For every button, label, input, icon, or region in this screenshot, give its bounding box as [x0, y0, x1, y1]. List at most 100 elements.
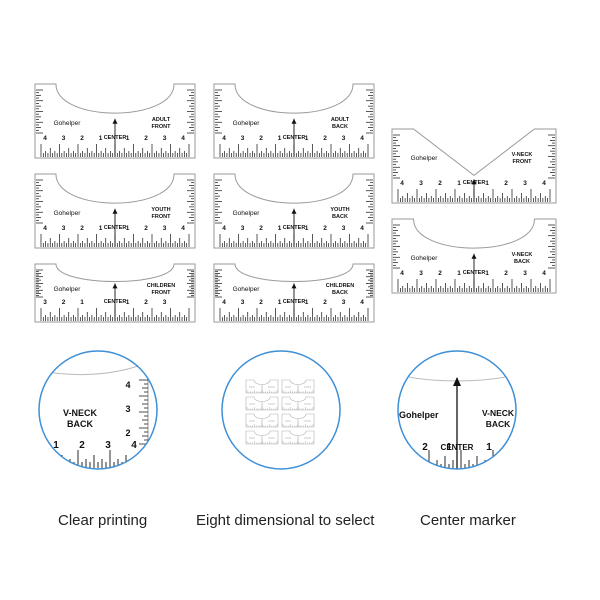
scale-number-right: 1	[485, 270, 489, 277]
scale-number-right: 1	[485, 180, 489, 187]
scale-number-right: 2	[510, 442, 516, 453]
center-arrow-icon	[471, 253, 477, 259]
scale-number-right: 4	[360, 135, 364, 142]
zoom-ring	[38, 350, 158, 470]
scale-number-left: 3	[419, 270, 423, 277]
brand-label: Gohelper	[54, 286, 82, 293]
scale-number-left: 4	[43, 135, 47, 142]
scale-number-left: 3	[62, 225, 66, 232]
center-arrow-icon	[291, 283, 297, 289]
scale-number-right: 3	[163, 135, 167, 142]
size-label-line2: BACK	[486, 419, 511, 429]
scale-number-right: 1	[126, 135, 130, 142]
scale-number-right: 3	[523, 270, 527, 277]
mini-ruler	[281, 413, 315, 428]
center-arrow-icon	[291, 118, 297, 124]
scale-number-left: 2	[438, 180, 442, 187]
scale-number-left: 1	[278, 135, 282, 142]
scale-number-left: 2	[80, 225, 84, 232]
scale-number-right: 1	[305, 225, 309, 232]
scale-number-left: 1	[278, 299, 282, 306]
scale-number-left: 2	[438, 270, 442, 277]
scale-number-right: 4	[181, 225, 185, 232]
scale-number-left: 2	[259, 135, 263, 142]
scale-number-right: 1	[126, 299, 130, 306]
scale-number-right: 4	[360, 299, 364, 306]
center-label: CENTER	[104, 225, 127, 231]
scale-number-left: 4	[222, 225, 226, 232]
scale-number-left: 1	[99, 225, 103, 232]
bottom-number: 2	[79, 440, 85, 451]
center-label: CENTER	[463, 270, 486, 276]
scale-number-left: 4	[400, 180, 404, 187]
center-arrow-icon	[471, 179, 477, 185]
scale-number-left: 4	[222, 135, 226, 142]
scale-number-right: 3	[342, 299, 346, 306]
brand-label: Gohelper	[399, 410, 439, 420]
scale-number-right: 2	[144, 225, 148, 232]
side-number: 4	[125, 380, 130, 390]
caption-center-marker: Center marker	[420, 512, 516, 529]
side-number: 3	[125, 404, 130, 414]
scale-number-left: 3	[241, 299, 245, 306]
center-label: CENTER	[104, 135, 127, 141]
scale-number-right: 2	[323, 299, 327, 306]
scale-number-left: 4	[43, 225, 47, 232]
scale-number-right: 3	[523, 180, 527, 187]
mini-ruler	[281, 430, 315, 445]
side-number: 2	[125, 428, 130, 438]
scale-number-right: 2	[323, 135, 327, 142]
size-label-line1: ADULT	[331, 117, 350, 123]
scale-number-left: 2	[259, 299, 263, 306]
scale-number-right: 3	[342, 225, 346, 232]
size-label-line1: CHILDREN	[147, 283, 175, 289]
scale-number-right: 4	[360, 225, 364, 232]
scale-number-left: 1	[446, 442, 452, 453]
brand-label: Gohelper	[54, 120, 82, 127]
bottom-number: 4	[131, 440, 137, 451]
center-label: CENTER	[283, 135, 306, 141]
size-label-line2: FRONT	[513, 159, 533, 165]
scale-number-left: 2	[259, 225, 263, 232]
size-label-line1: ADULT	[152, 117, 171, 123]
size-label-line1: CHILDREN	[326, 283, 354, 289]
mini-ruler	[281, 396, 315, 411]
scale-number-left: 2	[80, 135, 84, 142]
size-label-line2: FRONT	[152, 290, 172, 296]
center-arrow-icon	[112, 283, 118, 289]
zoom-ring	[397, 350, 517, 470]
center-label: CENTER	[283, 299, 306, 305]
scale-number-left: 3	[419, 180, 423, 187]
size-label-line2: FRONT	[152, 214, 172, 220]
scale-number-right: 2	[144, 135, 148, 142]
scale-number-left: 3	[62, 135, 66, 142]
brand-label: Gohelper	[54, 210, 82, 217]
mini-ruler	[245, 430, 279, 445]
scale-number-right: 1	[305, 135, 309, 142]
scale-number-right: 3	[342, 135, 346, 142]
zoom-ring	[221, 350, 341, 470]
center-arrow-icon	[112, 118, 118, 124]
brand-label: Gohelper	[233, 286, 261, 293]
scale-number-right: 4	[181, 135, 185, 142]
zoom-circle-eight-sizes	[221, 350, 341, 470]
scale-number-right: 3	[163, 299, 167, 306]
size-label-line2: BACK	[67, 419, 93, 429]
center-label: CENTER	[441, 443, 474, 452]
size-label-line2: BACK	[514, 259, 530, 265]
center-arrow-icon	[291, 208, 297, 214]
scale-number-left: 1	[457, 180, 461, 187]
scale-number-right: 1	[126, 225, 130, 232]
size-label-line2: BACK	[332, 214, 348, 220]
scale-number-right: 2	[504, 270, 508, 277]
center-arrow-icon	[112, 208, 118, 214]
center-label: CENTER	[463, 180, 486, 186]
size-label-line2: BACK	[332, 124, 348, 130]
